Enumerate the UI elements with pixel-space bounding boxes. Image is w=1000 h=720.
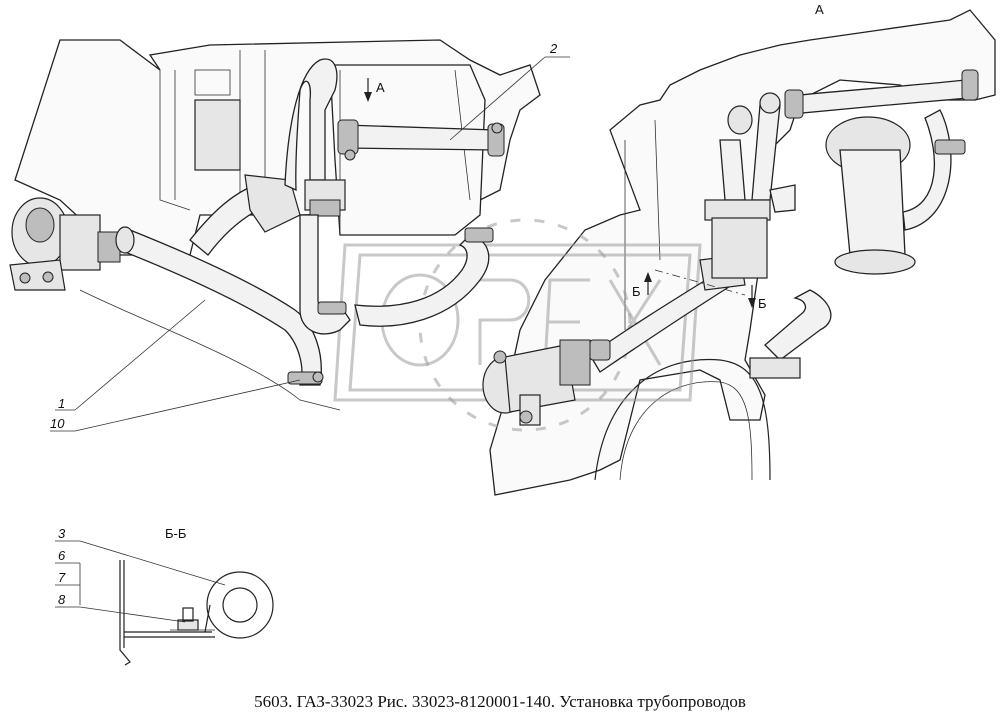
section-title: Б-Б: [165, 526, 186, 541]
section-mark-right: Б: [748, 285, 767, 311]
callout-7: 7: [55, 563, 81, 605]
hose-upper-left: [189, 58, 351, 335]
filler-neck: [749, 109, 966, 379]
valve-assembly: [704, 92, 796, 279]
figure-caption: 5603. ГАЗ-33023 Рис. 33023-8120001-140. …: [254, 692, 746, 711]
view-arrow-a: А: [364, 78, 385, 102]
svg-text:Б: Б: [632, 284, 641, 299]
watermark-graphic: [333, 218, 702, 432]
svg-text:7: 7: [58, 570, 66, 585]
callout-3: 3: [55, 526, 226, 586]
svg-text:8: 8: [58, 592, 66, 607]
section-detail: Б-Б: [119, 526, 274, 666]
callout-1: 1: [55, 299, 206, 411]
hose-1: [79, 226, 341, 411]
svg-text:1: 1: [58, 396, 65, 411]
hose-2: [337, 119, 505, 161]
svg-text:6: 6: [58, 548, 66, 563]
pump-unit: [482, 339, 591, 426]
callout-2: 2: [449, 41, 570, 141]
callout-10: 10: [50, 379, 301, 432]
svg-text:2: 2: [549, 41, 558, 56]
hose-center: [354, 227, 494, 327]
callout-8: 8: [55, 592, 186, 623]
section-mark-left: Б: [632, 272, 652, 299]
arrow-a-label: А: [376, 80, 385, 95]
svg-text:10: 10: [50, 416, 65, 431]
callout-6: 6: [55, 548, 80, 564]
svg-text:3: 3: [58, 526, 66, 541]
svg-text:Б: Б: [758, 296, 767, 311]
fuel-filter: [9, 197, 121, 291]
view-label-a: А: [815, 2, 824, 17]
hose-top-right: [784, 69, 979, 119]
